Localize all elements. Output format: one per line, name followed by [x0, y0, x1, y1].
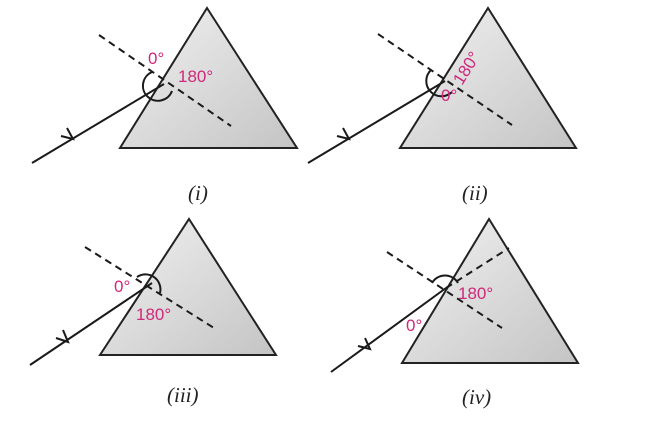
prism-triangle [400, 217, 580, 364]
panel-caption: (ii) [462, 181, 488, 205]
one-eighty-degree-label: 180° [136, 305, 171, 324]
zero-degree-label: 0° [148, 49, 164, 68]
ray-arrow-icon [55, 329, 70, 344]
zero-degree-label: 0° [114, 277, 130, 296]
incident-ray [29, 282, 153, 366]
prism-triangle [118, 6, 299, 149]
ray-arrow-icon [60, 127, 75, 141]
one-eighty-degree-label: 180° [458, 284, 493, 303]
panel-i: 0° 180° (i) [31, 6, 299, 205]
incident-ray [31, 83, 165, 164]
panel-ii: 0° 180° (ii) [307, 6, 578, 205]
incident-ray [307, 80, 446, 164]
normal-dashed-line [98, 34, 232, 127]
angle-arc [425, 69, 453, 98]
normal-dashed-line [84, 246, 215, 329]
angle-arc [431, 274, 459, 284]
panel-caption: (iv) [462, 385, 491, 409]
panel-caption: (i) [188, 181, 208, 205]
panel-iv: 0° 180° (iv) [330, 217, 580, 409]
angle-arc [136, 273, 162, 294]
one-eighty-degree-label: 180° [178, 67, 213, 86]
angle-arc [141, 71, 173, 102]
ray-arrow-icon [336, 127, 351, 141]
zero-degree-label: 0° [441, 86, 457, 105]
ray-arrow-icon [357, 337, 372, 351]
zero-degree-label: 0° [406, 316, 422, 335]
normal-dashed-line [377, 33, 513, 126]
panel-caption: (iii) [167, 383, 199, 407]
normal-dashed-line [386, 251, 503, 329]
panel-iii: 0° 180° (iii) [29, 217, 278, 407]
incident-ray [330, 287, 447, 373]
prism-triangle [398, 6, 578, 149]
